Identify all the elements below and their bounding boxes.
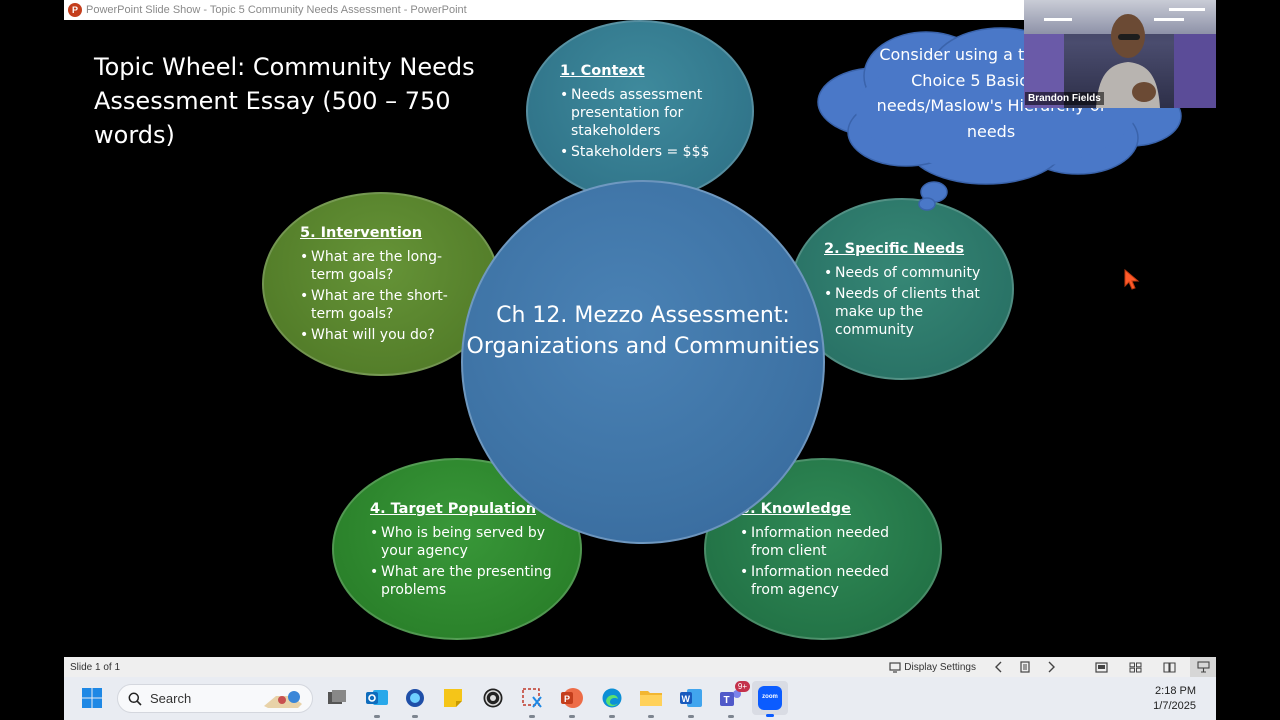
slide-title: Topic Wheel: Community Needs Assessment …	[94, 53, 475, 149]
specific-needs-heading: 2. Specific Needs	[824, 241, 965, 257]
display-settings-label: Display Settings	[904, 661, 976, 673]
taskbar-obs[interactable]	[480, 685, 506, 711]
slide-canvas[interactable]: Topic Wheel: Community Needs Assessment …	[64, 20, 1216, 657]
list-item: Information needed from agency	[740, 563, 900, 599]
snipping-tool-icon	[522, 688, 542, 708]
context-heading: 1. Context	[560, 63, 645, 79]
taskbar-outlook[interactable]	[364, 685, 390, 718]
list-item: What are the presenting problems	[370, 563, 552, 599]
webcam-person	[1096, 14, 1160, 108]
notification-badge: 9+	[734, 681, 750, 692]
clock-time: 2:18 PM	[1155, 685, 1196, 697]
monitor-icon	[888, 660, 902, 674]
outlook-icon	[366, 690, 388, 705]
zoom-label: zoom	[762, 694, 778, 700]
list-item: Needs assessment presentation for stakeh…	[560, 86, 720, 140]
clock-date: 1/7/2025	[1153, 700, 1196, 712]
webcam-video-tile[interactable]: Brandon Fields	[1024, 0, 1216, 108]
slide-menu-icon	[1018, 660, 1032, 674]
intervention-heading: 5. Intervention	[300, 225, 423, 241]
bubble-specific-needs: 2. Specific Needs Needs of community Nee…	[790, 198, 1014, 380]
windows-taskbar: Search P	[64, 677, 1216, 720]
taskbar-teams[interactable]: T 9+	[718, 681, 750, 718]
taskbar-zoom[interactable]: zoom	[752, 681, 788, 717]
center-circle-text: Ch 12. Mezzo Assessment: Organizations a…	[466, 303, 820, 359]
window-title: PowerPoint Slide Show - Topic 5 Communit…	[86, 4, 467, 16]
previous-slide-button[interactable]	[986, 657, 1012, 677]
svg-text:W: W	[682, 694, 691, 704]
chat-bubble-icon	[406, 689, 424, 707]
target-population-heading: 4. Target Population	[370, 501, 537, 517]
display-settings-button[interactable]: Display Settings	[882, 657, 982, 677]
taskbar-edge[interactable]	[599, 685, 625, 718]
context-bullets: Needs assessment presentation for stakeh…	[560, 86, 720, 161]
record-icon	[483, 688, 503, 708]
slide-menu-button[interactable]	[1012, 657, 1038, 677]
mouse-pointer-icon	[1124, 269, 1140, 290]
book-icon	[1162, 660, 1176, 674]
next-slide-button[interactable]	[1038, 657, 1064, 677]
bubble-intervention: 5. Intervention What are the long-term g…	[262, 192, 500, 376]
specific-needs-bullets: Needs of community Needs of clients that…	[824, 264, 984, 339]
list-item: Stakeholders = $$$	[560, 143, 720, 161]
letterbox-left	[0, 0, 64, 720]
svg-text:P: P	[564, 694, 570, 704]
taskbar-file-explorer[interactable]	[638, 685, 664, 718]
edge-browser-icon	[602, 688, 622, 708]
taskbar-task-view[interactable]	[324, 685, 350, 711]
taskbar-word[interactable]: W	[678, 685, 704, 718]
center-circle: Ch 12. Mezzo Assessment: Organizations a…	[461, 180, 825, 544]
chevron-left-icon	[992, 660, 1006, 674]
teams-icon: T	[720, 690, 741, 706]
presentation-icon	[1196, 660, 1210, 674]
normal-view-icon	[1094, 660, 1108, 674]
list-item: What will you do?	[300, 326, 460, 344]
task-view-icon	[328, 690, 346, 704]
intervention-bullets: What are the long-term goals? What are t…	[300, 248, 460, 344]
folder-icon	[640, 691, 662, 706]
knowledge-bullets: Information needed from client Informati…	[740, 524, 900, 599]
search-icon	[128, 692, 142, 706]
taskbar-sticky-notes[interactable]	[440, 685, 466, 711]
status-bar-controls: Display Settings	[882, 657, 1216, 677]
reading-view-button[interactable]	[1156, 657, 1182, 677]
grid-icon	[1128, 660, 1142, 674]
list-item: Who is being served by your agency	[370, 524, 552, 560]
taskbar-clock[interactable]: 2:18 PM 1/7/2025	[1153, 684, 1196, 714]
chevron-right-icon	[1044, 660, 1058, 674]
start-button[interactable]	[81, 687, 103, 709]
bubble-context: 1. Context Needs assessment presentation…	[526, 20, 754, 202]
list-item: What are the long-term goals?	[300, 248, 460, 284]
webcam-wall-right	[1174, 34, 1216, 108]
list-item: What are the short-term goals?	[300, 287, 460, 323]
zoom-app-icon	[758, 686, 782, 710]
taskbar-snipping-tool[interactable]	[519, 685, 545, 718]
windows-logo-icon	[82, 688, 102, 708]
taskbar-powerpoint[interactable]: P	[559, 685, 585, 718]
normal-view-button[interactable]	[1088, 657, 1114, 677]
powerpoint-icon: P	[561, 688, 583, 708]
knowledge-heading: 3. Knowledge	[740, 501, 851, 517]
target-population-bullets: Who is being served by your agency What …	[370, 524, 552, 599]
list-item: Needs of community	[824, 264, 984, 282]
search-placeholder: Search	[150, 691, 192, 706]
window-title-bar[interactable]: P PowerPoint Slide Show - Topic 5 Commun…	[64, 0, 1024, 20]
sticky-note-icon	[444, 689, 462, 707]
svg-text:T: T	[724, 695, 730, 706]
slide-show-view-button[interactable]	[1190, 657, 1216, 677]
word-icon: W	[680, 689, 702, 707]
list-item: Information needed from client	[740, 524, 900, 560]
search-highlight-icon	[264, 691, 302, 708]
slide-counter: Slide 1 of 1	[70, 661, 121, 673]
participant-name-label: Brandon Fields	[1025, 92, 1104, 105]
taskbar-copilot[interactable]	[402, 685, 428, 718]
slide-sorter-button[interactable]	[1122, 657, 1148, 677]
powerpoint-app-icon: P	[68, 3, 82, 17]
taskbar-search-box[interactable]: Search	[117, 684, 313, 713]
list-item: Needs of clients that make up the commun…	[824, 285, 984, 339]
slideshow-status-bar: Slide 1 of 1 Display Settings	[64, 657, 1216, 677]
letterbox-right	[1216, 0, 1280, 720]
